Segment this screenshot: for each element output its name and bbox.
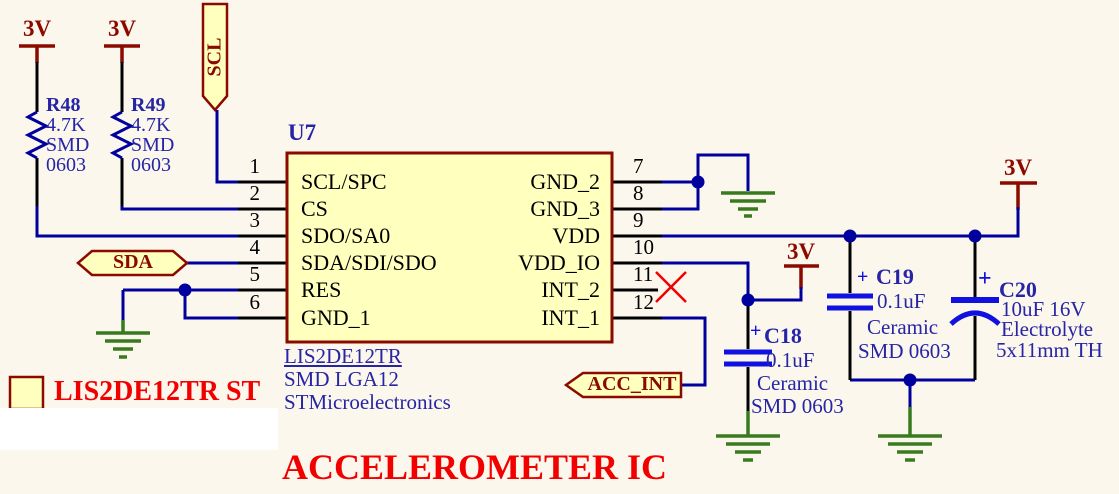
pin-name-int1: INT_1	[541, 305, 600, 330]
net-flag-acc-int[interactable]	[563, 371, 683, 399]
r48-package: SMD	[46, 134, 90, 156]
net-flag-sda[interactable]	[76, 249, 189, 277]
c20-value: 10uF 16V	[1001, 297, 1086, 321]
pin-number-9: 9	[633, 208, 644, 232]
c18-type: Ceramic	[757, 371, 829, 395]
power-label-3v-vddio: 3V	[786, 239, 816, 264]
ground-symbol-c19c20[interactable]	[878, 407, 942, 462]
ic-part-number: LIS2DE12TR	[284, 344, 402, 368]
pin-name-sda-sdi-sdo: SDA/SDI/SDO	[301, 250, 437, 275]
capacitor-c18[interactable]	[724, 300, 772, 413]
white-patch	[0, 408, 278, 450]
ground-symbol-c18[interactable]	[716, 411, 780, 462]
pin-name-cs: CS	[301, 196, 328, 221]
pin-name-int2: INT_2	[541, 277, 600, 302]
pin-name-scl-spc: SCL/SPC	[301, 169, 387, 194]
power-rail-3v-symbols[interactable]	[19, 44, 1037, 289]
r48-size: 0603	[46, 154, 86, 176]
r49-size: 0603	[131, 154, 171, 176]
ic-body[interactable]	[285, 151, 614, 344]
pin-number-5: 5	[249, 262, 261, 286]
resistor-r49-labels: R49 4.7K SMD 0603	[131, 95, 174, 175]
ic-pin-stubs	[225, 180, 675, 320]
r49-refdes: R49	[131, 94, 166, 116]
pin-name-gnd2: GND_2	[530, 169, 600, 194]
c18-plus-sign: +	[750, 320, 762, 342]
c18-package: SMD 0603	[751, 394, 844, 418]
r48-value: 4.7K	[46, 114, 86, 136]
r49-package: SMD	[131, 134, 175, 156]
no-connect-x-icon	[655, 271, 687, 303]
c19-refdes: C19	[876, 264, 914, 289]
c19-type: Ceramic	[867, 315, 939, 339]
ic-package: SMD LGA12	[284, 367, 399, 391]
pin-name-sdo-sa0: SDO/SA0	[301, 223, 391, 248]
c19-value: 0.1uF	[877, 289, 926, 313]
c19-package: SMD 0603	[858, 339, 951, 363]
ground-symbol-left[interactable]	[96, 320, 150, 359]
wires-blue	[35, 110, 1020, 409]
ground-symbol-pins78[interactable]	[721, 191, 775, 218]
pin-name-res: RES	[301, 277, 342, 302]
pin-number-2: 2	[249, 181, 261, 205]
resistor-r48-labels: R48 4.7K SMD 0603	[46, 95, 89, 175]
net-flag-scl[interactable]	[201, 2, 229, 112]
pin-number-6: 6	[249, 290, 261, 314]
r48-refdes: R48	[46, 94, 81, 116]
pin-number-10: 10	[633, 235, 654, 259]
c18-refdes: C18	[764, 323, 802, 348]
pin-number-7: 7	[633, 154, 644, 178]
pin-number-11: 11	[633, 262, 654, 286]
schematic-title: ACCELEROMETER IC	[282, 447, 668, 487]
c18-value: 0.1uF	[766, 348, 815, 372]
ic-refdes: U7	[288, 120, 317, 145]
capacitor-c20[interactable]	[949, 236, 1001, 380]
legend-square	[8, 375, 45, 411]
side-note: LIS2DE12TR ST	[54, 376, 261, 407]
c20-type: Electrolyte	[1001, 317, 1094, 341]
c19-plus-sign: +	[857, 266, 869, 288]
pin-number-1: 1	[249, 154, 261, 178]
c20-refdes: C20	[999, 277, 1037, 302]
resistor-r48[interactable]	[24, 62, 50, 206]
pin-number-3: 3	[249, 208, 261, 232]
ic-manufacturer: STMicroelectronics	[284, 390, 451, 414]
pin-number-12: 12	[633, 290, 654, 314]
net-flag-scl-label: SCL	[203, 37, 226, 77]
power-label-3v-vdd: 3V	[1003, 155, 1033, 180]
pin-name-vdd: VDD	[552, 223, 600, 248]
pin-name-vddio: VDD_IO	[518, 250, 600, 275]
capacitor-c19[interactable]	[827, 236, 873, 380]
resistor-r49[interactable]	[109, 62, 135, 206]
power-label-3v-r49: 3V	[107, 16, 137, 41]
r49-value: 4.7K	[131, 114, 171, 136]
c20-package: 5x11mm TH	[996, 338, 1103, 362]
c20-plus-sign: +	[978, 266, 992, 292]
power-label-3v-r48: 3V	[22, 16, 52, 41]
pin-number-4: 4	[249, 235, 261, 259]
net-flag-acc-int-label: ACC_INT	[587, 373, 677, 395]
net-flag-sda-label: SDA	[112, 251, 153, 273]
pin-number-8: 8	[633, 181, 644, 205]
pin-name-gnd1: GND_1	[301, 305, 371, 330]
junction-dots	[178, 175, 982, 387]
pin-name-gnd3: GND_3	[530, 196, 600, 221]
